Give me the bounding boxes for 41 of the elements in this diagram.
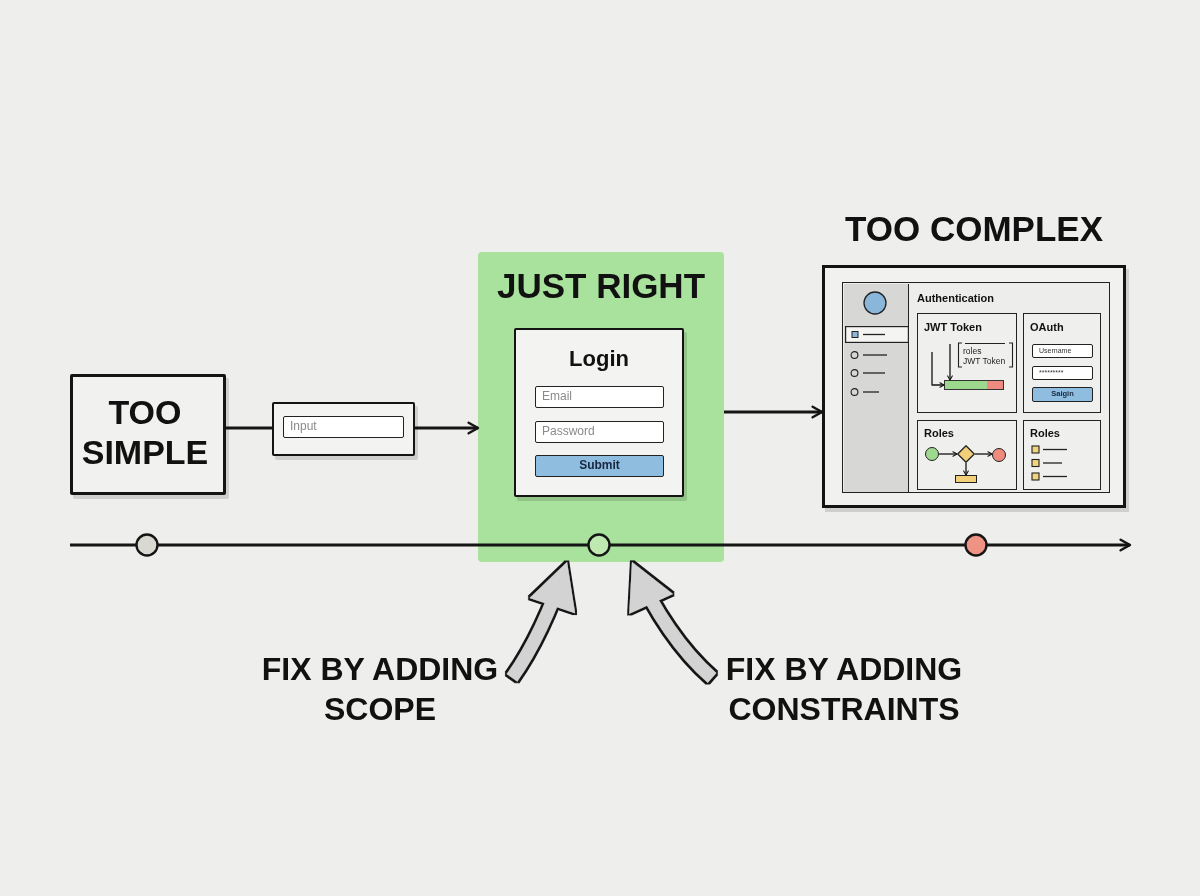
panel-heading: JWT Token: [924, 320, 983, 335]
heading: TOO COMPLEX: [844, 208, 1104, 250]
input-field: Input: [283, 416, 404, 438]
arrow: [724, 405, 824, 419]
block-arrow: [506, 559, 575, 682]
content-panel: [917, 313, 1017, 413]
arrow: [931, 351, 945, 388]
connector-line: [226, 426, 272, 430]
annotation-text: FIX BY ADDING CONSTRAINTS: [712, 646, 976, 732]
arrow: [974, 451, 993, 457]
content-panel: [1023, 313, 1101, 413]
content-panel: [917, 420, 1017, 490]
panel-heading: Roles: [924, 426, 955, 441]
content-panel: [1023, 420, 1101, 490]
highlight-band: [478, 252, 724, 562]
section-heading: Authentication: [917, 291, 995, 306]
arrow: [415, 421, 480, 435]
login-card: [514, 328, 684, 497]
card-heading: Login: [568, 345, 630, 373]
block-arrow: [626, 559, 717, 683]
flow-diamond: [957, 445, 975, 463]
panel-heading: OAuth: [1030, 320, 1065, 335]
submit-button: Submit: [535, 455, 664, 477]
bracket-note: JWT Token: [963, 356, 1007, 366]
input-field: Email: [535, 386, 664, 408]
heading: JUST RIGHT: [495, 265, 707, 307]
progress-bar: [944, 380, 1004, 390]
app-window: [842, 282, 1110, 493]
input-card: [272, 402, 415, 456]
bracket-note: roles: [963, 346, 982, 356]
flow-circle: [925, 447, 939, 461]
flow-circle: [992, 448, 1006, 462]
annotation-text: FIX BY ADDING SCOPE: [248, 646, 512, 732]
arrow: [963, 462, 969, 476]
input-field: Password: [535, 421, 664, 443]
arrow: [938, 451, 958, 457]
level-title: TOO SIMPLE: [80, 391, 210, 473]
arrow: [947, 343, 953, 381]
level-box: [70, 374, 226, 495]
flow-box: [955, 475, 977, 483]
panel-heading: Roles: [1030, 426, 1061, 441]
